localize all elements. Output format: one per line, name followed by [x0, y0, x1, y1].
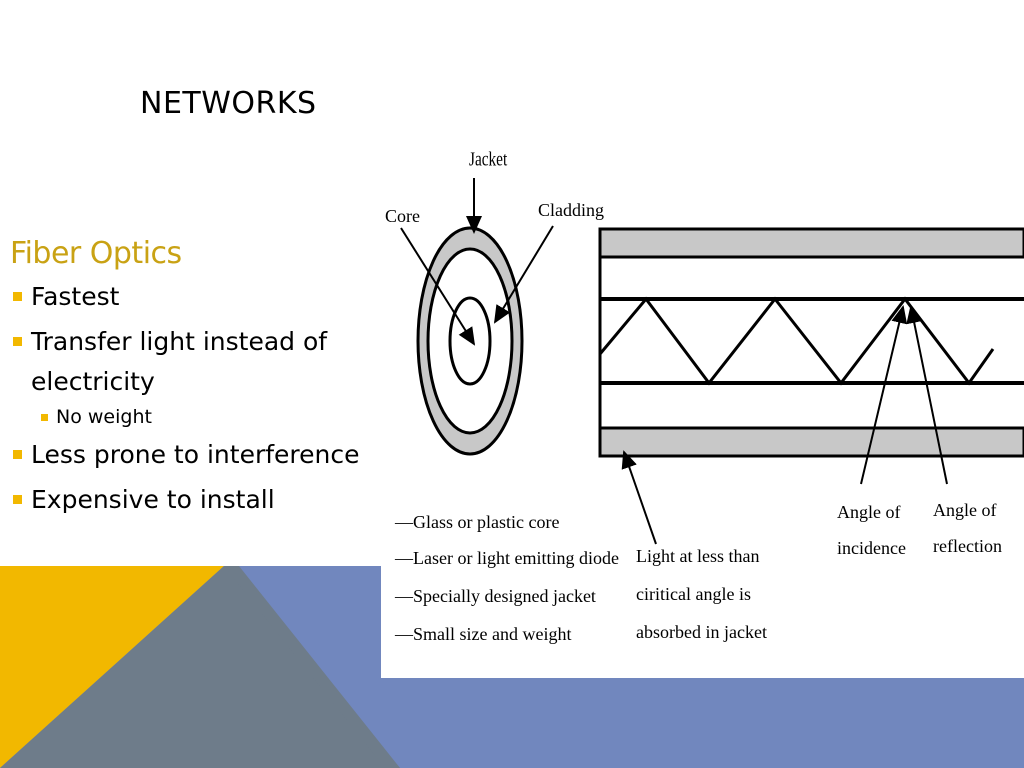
absorbed-arrow: [621, 450, 657, 545]
label-core: Core: [385, 206, 420, 226]
core-arrow: [400, 227, 476, 346]
label-angle-incidence-2: incidence: [837, 538, 906, 558]
bullet-item: Expensive to install: [10, 480, 380, 520]
label-angle-reflection-2: reflection: [933, 536, 1002, 556]
absorbed-note-line: ciritical angle is: [636, 584, 751, 604]
light-ray-path: [598, 296, 995, 386]
property-item: —Glass or plastic core: [394, 512, 559, 532]
bullet-list: Fastest Transfer light instead of electr…: [10, 277, 380, 520]
absorbed-note-line: absorbed in jacket: [636, 622, 767, 642]
fiber-optic-svg: Jacket Core Cladding Angle of incidence …: [385, 148, 1024, 644]
gray-triangle: [0, 566, 400, 768]
label-jacket: Jacket: [469, 148, 507, 170]
incidence-arrow: [860, 305, 908, 485]
label-cladding: Cladding: [538, 200, 604, 220]
sub-bullet-item: No weight: [10, 402, 380, 432]
bullet-square-icon: [13, 337, 22, 346]
core-circle: [448, 296, 492, 386]
properties-list: —Glass or plastic core —Laser or light e…: [394, 512, 619, 644]
top-jacket-band: [598, 227, 1024, 259]
property-item: —Laser or light emitting diode: [394, 548, 619, 568]
bullet-square-icon: [13, 450, 22, 459]
bullet-item: Transfer light instead of electricity: [10, 322, 380, 402]
reflection-arrow: [906, 305, 948, 485]
property-item: —Specially designed jacket: [394, 586, 596, 606]
slide-content: Fiber Optics Fastest Transfer light inst…: [10, 236, 380, 525]
bullet-item: Fastest: [10, 277, 380, 317]
property-item: —Small size and weight: [394, 624, 571, 644]
fiber-longitudinal-section: [598, 227, 1024, 458]
label-angle-reflection-1: Angle of: [933, 500, 996, 520]
absorbed-note: Light at less than ciritical angle is ab…: [636, 546, 767, 642]
gray-triangle-edge: [224, 566, 400, 768]
sub-bullet-square-icon: [41, 414, 48, 421]
bullet-text: Expensive to install: [31, 485, 275, 514]
bullet-square-icon: [13, 292, 22, 301]
cable-cross-section: [416, 226, 524, 456]
bullet-square-icon: [13, 495, 22, 504]
bullet-text: Less prone to interference: [31, 440, 360, 469]
absorbed-note-line: Light at less than: [636, 546, 759, 566]
cladding-arrow: [493, 225, 554, 324]
label-angle-incidence-1: Angle of: [837, 502, 900, 522]
bullet-text: Fastest: [31, 282, 120, 311]
bullet-text: Transfer light instead of electricity: [31, 327, 328, 396]
bullet-item: Less prone to interference: [10, 435, 380, 475]
bottom-jacket-band: [598, 426, 1024, 458]
fiber-optic-diagram: Jacket Core Cladding Angle of incidence …: [381, 144, 1024, 678]
slide-title: NETWORKS: [140, 86, 317, 121]
section-heading: Fiber Optics: [10, 236, 182, 271]
sub-bullet-text: No weight: [56, 406, 152, 428]
